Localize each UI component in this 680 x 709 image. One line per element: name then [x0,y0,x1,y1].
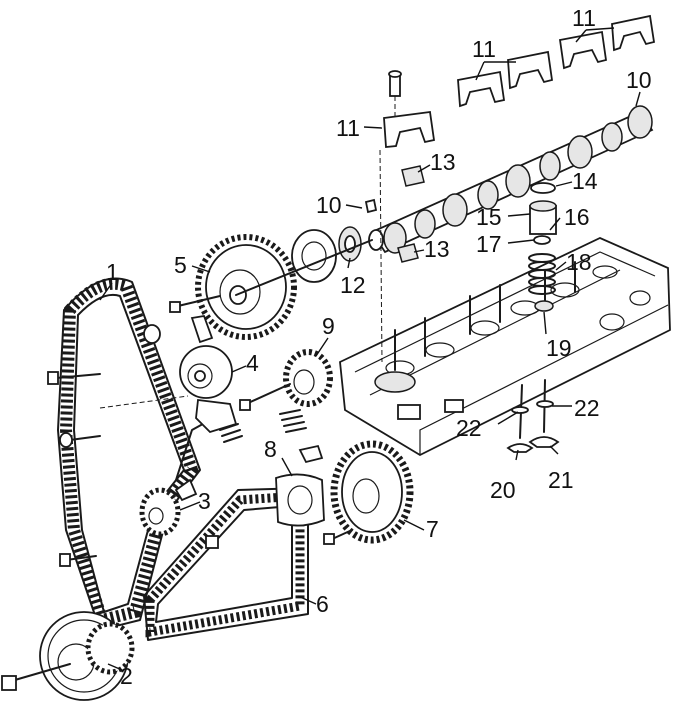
label-11-rear: 11 [572,5,596,31]
label-3: 3 [198,488,211,514]
cylinder-head [339,237,671,457]
label-9: 9 [322,313,335,339]
alignment-lines [99,96,396,409]
label-15: 15 [476,204,502,230]
timing-belt [57,277,201,631]
label-2: 2 [120,663,133,689]
label-11-front: 11 [336,115,360,141]
label-17: 17 [476,231,502,257]
label-21: 21 [548,467,574,493]
camshaft [368,105,654,254]
label-6: 6 [316,591,329,617]
half-shells [397,165,425,263]
label-22-left: 22 [456,415,482,441]
idler-pulley [139,419,211,537]
label-5: 5 [174,252,187,278]
label-22-right: 22 [574,395,600,421]
label-16: 16 [564,204,590,230]
valves [506,379,560,453]
label-12: 12 [340,272,366,298]
label-10-key: 10 [316,192,342,218]
label-1: 1 [106,259,119,285]
callout-labels: 1 2 3 4 5 6 7 8 9 10 10 11 11 11 12 13 1… [106,5,652,689]
camshaft-oil-seal [338,226,362,262]
pump-sprocket [239,349,333,411]
label-10-camshaft: 10 [626,67,652,93]
crankshaft-pulley [1,611,135,701]
label-4: 4 [246,350,259,376]
label-13-lower: 13 [424,236,450,262]
label-13-upper: 13 [430,149,456,175]
label-19: 19 [546,335,572,361]
injection-pump-sprocket [323,440,414,545]
bolts [47,295,221,567]
camshaft-sprocket [195,234,297,340]
bearing-caps [383,14,656,148]
label-14: 14 [572,168,598,194]
belt-tensioner [179,314,243,443]
label-8: 8 [264,436,277,462]
label-20: 20 [490,477,516,503]
woodruff-key [364,198,378,214]
sprocket-hub [235,229,373,296]
bracket [275,409,325,527]
label-18: 18 [566,249,592,275]
label-7: 7 [426,516,439,542]
auxiliary-belt [143,487,309,641]
label-11-middle: 11 [472,36,496,62]
leader-lines [99,27,641,671]
